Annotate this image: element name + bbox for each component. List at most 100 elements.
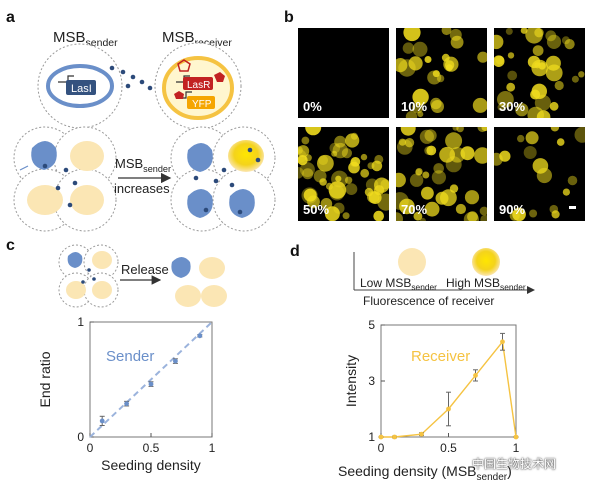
colony-mark — [374, 185, 385, 196]
colony-mark — [317, 154, 334, 172]
colony-mark — [506, 82, 516, 92]
tile-percent-label: 30% — [499, 99, 526, 114]
micrograph-colonies — [494, 127, 585, 221]
colony-mark — [562, 188, 570, 196]
colony-mark — [431, 170, 446, 185]
y-tick-label: 1 — [77, 315, 84, 329]
colony-mark — [417, 111, 424, 118]
x-axis-label: Seeding density (MSBsender) — [338, 463, 512, 483]
colony-mark — [329, 185, 345, 201]
colony-mark — [398, 138, 406, 146]
series-label: Receiver — [411, 348, 470, 365]
colony-mark — [335, 175, 342, 182]
colony-mark — [402, 42, 415, 54]
colony-mark — [536, 110, 551, 118]
micrograph-colonies — [494, 28, 585, 118]
x-tick-label: 0.5 — [143, 441, 160, 455]
colony-mark — [497, 103, 505, 111]
colony-mark — [515, 103, 529, 117]
colony-mark — [320, 198, 333, 210]
colony-mark — [567, 175, 578, 186]
colony-mark — [481, 127, 487, 132]
colony-mark — [302, 168, 314, 180]
colony-mark — [450, 35, 464, 49]
colony-mark — [324, 206, 340, 221]
colony-mark — [494, 34, 504, 50]
colony-mark — [440, 189, 457, 207]
data-point — [473, 373, 478, 378]
colony-mark — [427, 70, 442, 85]
lasr-label: LasR — [187, 80, 210, 91]
data-point — [197, 333, 203, 339]
colony-mark — [532, 158, 549, 174]
micrograph-colonies — [396, 28, 487, 118]
colony-mark — [523, 146, 537, 159]
colony-mark — [342, 212, 350, 220]
glowing-receiver-icon — [228, 140, 264, 172]
lasi-label: LasI — [71, 83, 92, 95]
tile-percent-label: 50% — [303, 202, 330, 217]
signal-molecules-a — [109, 65, 153, 91]
colony-mark — [551, 210, 560, 219]
colony-mark — [409, 173, 424, 187]
colony-mark — [419, 129, 434, 144]
colony-mark — [456, 127, 464, 133]
colony-mark — [307, 195, 320, 209]
colony-mark — [424, 129, 437, 142]
lasr-gene — [183, 77, 213, 90]
colony-mark — [497, 91, 514, 108]
colony-mark — [564, 39, 575, 50]
colony-mark — [525, 28, 543, 44]
colony-mark — [328, 181, 347, 199]
data-point — [378, 434, 384, 440]
high-label: High MSBsender — [446, 276, 526, 292]
colony-mark — [431, 100, 444, 113]
colony-mark — [313, 169, 327, 183]
colony-mark — [397, 139, 413, 155]
colony-mark — [319, 178, 327, 186]
colony-mark — [334, 135, 346, 148]
micrograph-colonies — [298, 127, 389, 221]
colony-mark — [298, 145, 310, 158]
tile-percent-label: 70% — [401, 202, 428, 217]
y-tick-label: 3 — [368, 374, 375, 388]
colony-mark — [494, 55, 505, 67]
colony-mark — [422, 171, 430, 179]
colony-mark — [477, 51, 487, 63]
colony-mark — [472, 97, 487, 113]
colony-mark — [520, 28, 528, 34]
yfp-gene — [187, 96, 215, 109]
colony-mark — [512, 207, 526, 221]
colony-mark — [344, 176, 353, 184]
micrograph-tile: 10% — [396, 28, 487, 118]
x-tick-label: 1 — [513, 441, 520, 455]
colony-mark — [445, 64, 453, 72]
autoinducer-icon — [177, 59, 191, 72]
colony-mark — [399, 198, 415, 215]
colony-mark — [532, 45, 544, 56]
colony-mark — [373, 210, 384, 221]
y-tick-label: 5 — [368, 318, 375, 332]
colony-mark — [415, 168, 423, 176]
lasi-gene — [66, 80, 96, 95]
micrograph-colonies — [396, 127, 487, 221]
colony-mark — [545, 55, 561, 71]
tile-percent-label: 90% — [499, 202, 526, 217]
colony-mark — [455, 203, 466, 215]
x-tick-label: 0 — [378, 441, 385, 455]
scale-bar — [569, 206, 576, 209]
panel-d-label: d — [290, 243, 300, 260]
panel-b-label: b — [284, 9, 294, 26]
colony-mark — [400, 127, 416, 136]
colony-mark — [419, 217, 426, 221]
colony-mark — [467, 211, 478, 221]
colony-mark — [460, 146, 475, 161]
panel-d: d Low MSBsender High MSBsender Fluoresce… — [290, 243, 535, 483]
arrow-text-bottom: increases — [114, 181, 170, 196]
colony-mark — [424, 201, 440, 217]
colony-mark — [415, 169, 422, 176]
colony-mark — [364, 187, 374, 197]
release-label: Release — [121, 262, 169, 277]
